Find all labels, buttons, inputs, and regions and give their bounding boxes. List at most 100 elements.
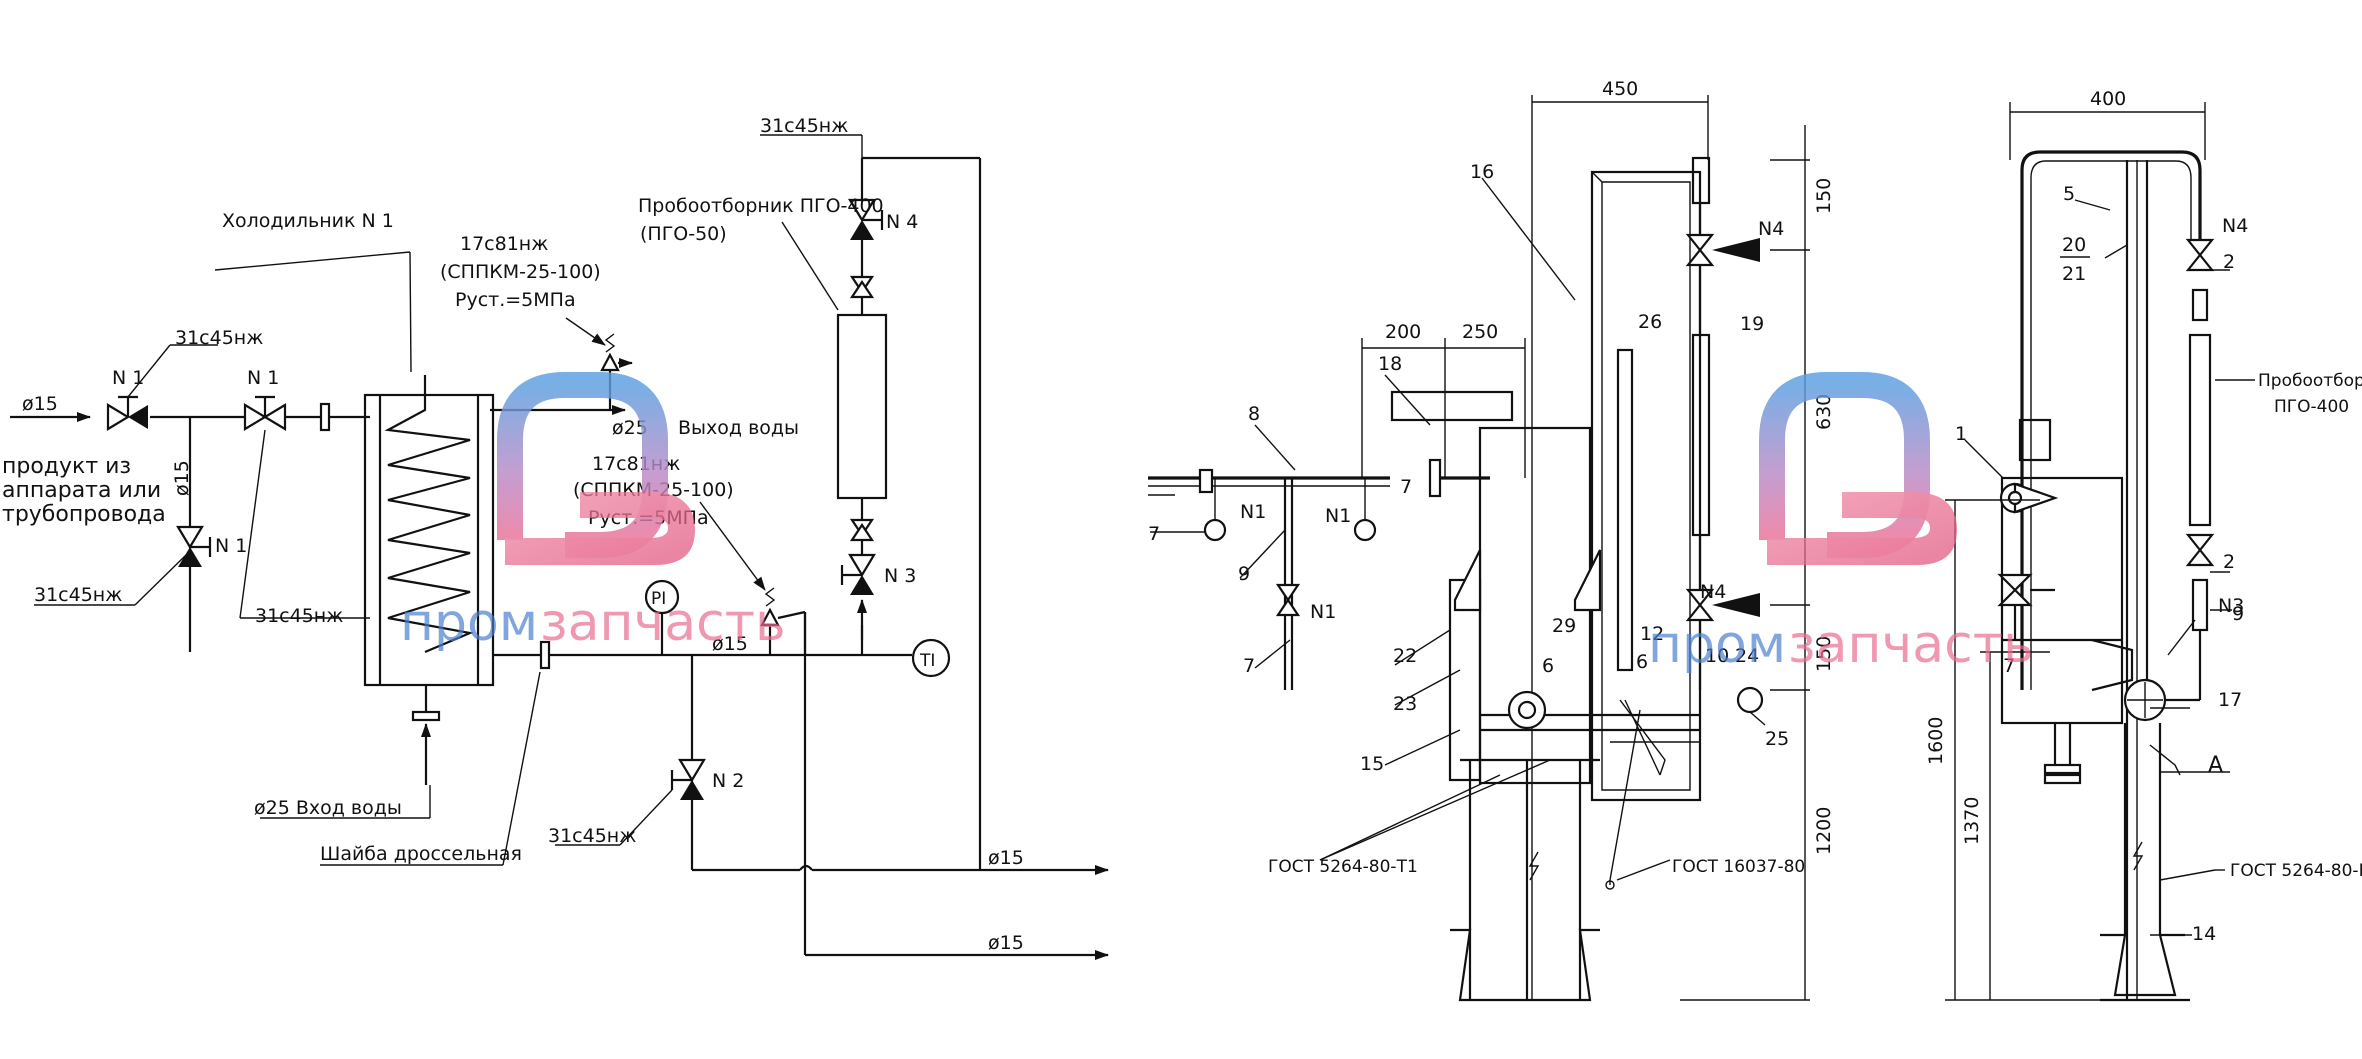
valve-n4	[848, 198, 884, 240]
part-24: 24	[1735, 645, 1759, 667]
part-16: 16	[1470, 161, 1494, 183]
orifice-bottom	[411, 710, 441, 722]
part-5: 5	[2063, 183, 2075, 205]
part-8: 8	[1248, 403, 1260, 425]
valve-n1-label-1: N 1	[112, 367, 144, 389]
pressure-indicator	[644, 579, 680, 615]
side-valve-n3: N3	[2218, 595, 2244, 617]
watermark-text-a-left: пром	[400, 593, 538, 653]
d15-outlet-lower-label: ø15	[988, 932, 1024, 954]
front-valve-n4-bottom: N4	[1700, 581, 1726, 603]
d15-branch-label: ø15	[171, 460, 193, 496]
watermark-text-a-right: пром	[1648, 615, 1786, 675]
part-23: 23	[1393, 693, 1417, 715]
part-22: 22	[1393, 645, 1417, 667]
front-valve-n1a: N1	[1240, 501, 1266, 523]
front-sampler-tube	[1616, 348, 1634, 672]
part-7c: 7	[1400, 476, 1412, 498]
sampler-alt-label: (ПГО-50)	[640, 223, 727, 245]
valve-type-label-3: 31с45нж	[255, 605, 343, 627]
valve-n3-label: N 3	[884, 565, 916, 587]
front-gost-left: ГОСТ 5264-80-Т1	[1268, 857, 1418, 877]
temperature-indicator	[911, 638, 951, 678]
front-box-18	[1390, 390, 1514, 422]
safety-valve-upper	[600, 333, 633, 372]
side-loop-pipe	[2020, 150, 2202, 690]
part-6a: 6	[1542, 655, 1554, 677]
part-29: 29	[1552, 615, 1576, 637]
front-valve-n1b: N1	[1325, 505, 1351, 527]
part-7b: 7	[1243, 655, 1255, 677]
safety-valve-model-upper: (СППКМ-25-100)	[440, 261, 601, 283]
water-in-label: ø25 Вход воды	[254, 797, 402, 819]
part-2a: 2	[2223, 251, 2235, 273]
side-sampler-label-1: Пробоотборник	[2258, 371, 2362, 391]
dim-150-bottom: 150	[1813, 636, 1835, 672]
d15-inlet-label: ø15	[22, 393, 58, 415]
dim-250: 250	[1462, 321, 1498, 343]
watermark-logo-right	[1759, 372, 1930, 558]
orifice-outlet	[539, 640, 551, 670]
cooler-body	[363, 393, 495, 687]
part-2b: 2	[2223, 551, 2235, 573]
valve-n1-second	[243, 395, 287, 431]
part-20: 20	[2062, 234, 2086, 256]
section-a: A	[2208, 753, 2223, 778]
part-25: 25	[1765, 728, 1789, 750]
part-26: 26	[1638, 311, 1662, 333]
part-7a: 7	[1148, 523, 1160, 545]
dim-400: 400	[2090, 88, 2126, 110]
part-1: 1	[1955, 423, 1967, 445]
d15-outlet-upper-label: ø15	[988, 847, 1024, 869]
part-19: 19	[1740, 313, 1764, 335]
side-sampler-body	[2188, 333, 2212, 527]
product-source-3: трубопровода	[2, 502, 166, 527]
part-18: 18	[1378, 353, 1402, 375]
product-source-1: продукт из	[2, 454, 131, 479]
valve-n1-label-2: N 1	[247, 367, 279, 389]
part-17: 17	[2218, 689, 2242, 711]
valve-type-label-2: 31с45нж	[34, 584, 122, 606]
dim-450: 450	[1602, 78, 1638, 100]
part-10: 10	[1705, 645, 1729, 667]
side-main-body	[2000, 476, 2124, 725]
part-12: 12	[1640, 623, 1664, 645]
front-tower	[1590, 170, 1702, 802]
watermark-right: пром запчасть	[1648, 372, 2034, 675]
side-gost: ГОСТ 5264-80-Н1	[2230, 861, 2362, 881]
orifice-inlet	[319, 402, 331, 432]
dim-1600: 1600	[1925, 717, 1947, 765]
sampler-label: Пробоотборник ПГО-400	[638, 195, 884, 217]
valve-type-label-1: 31с45нж	[175, 327, 263, 349]
front-valve-n4-top: N4	[1758, 218, 1784, 240]
part-6b: 6	[1636, 651, 1648, 673]
dim-1370: 1370	[1961, 797, 1983, 845]
valve-n1-label-3: N 1	[215, 535, 247, 557]
d15-mid-label: ø15	[712, 633, 748, 655]
front-valve-25	[1736, 686, 1764, 714]
valve-type-label-4: 31с45нж	[548, 825, 636, 847]
part-21: 21	[2062, 263, 2086, 285]
water-out-label: Выход воды	[678, 417, 799, 439]
dim-200: 200	[1385, 321, 1421, 343]
part-15: 15	[1360, 753, 1384, 775]
watermark-text-b-right: запчасть	[1788, 615, 2034, 675]
sampler-body	[836, 313, 888, 500]
valve-n2-label: N 2	[712, 770, 744, 792]
dim-1200: 1200	[1813, 807, 1835, 855]
valve-n2	[670, 758, 706, 800]
side-view: 400	[1925, 88, 2362, 1002]
front-view: 450 150 630 150 1200	[1148, 78, 1835, 1002]
ti-label: TI	[919, 651, 935, 671]
set-pressure-upper: Руст.=5МПа	[455, 289, 576, 311]
d25-label: ø25	[612, 417, 648, 439]
dim-150-top: 150	[1813, 178, 1835, 214]
part-9: 9	[1238, 563, 1250, 585]
side-valve-n4: N4	[2222, 215, 2248, 237]
front-valve-n1c: N1	[1310, 601, 1336, 623]
pi-label: PI	[651, 589, 666, 609]
process-scheme: PI TI	[2, 115, 1109, 960]
valve-n1-inlet	[106, 395, 148, 431]
